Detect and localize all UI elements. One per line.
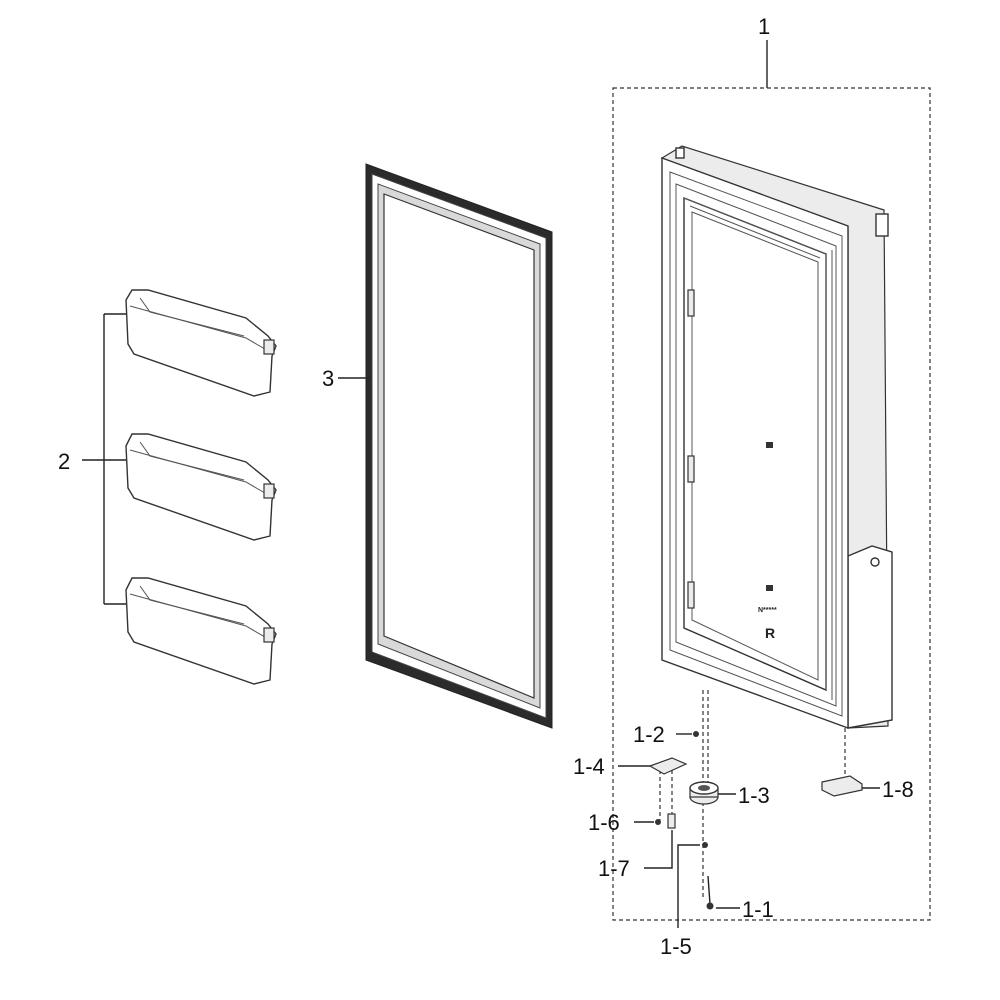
assembly-1-group: 1	[612, 14, 931, 921]
door-bin-bottom	[125, 577, 277, 685]
label-1-2: 1-2	[633, 722, 665, 747]
part-1-2-screw	[693, 731, 699, 737]
door-bin-middle	[125, 433, 277, 541]
part-1-4-bracket	[648, 757, 688, 775]
part-1-1-pin	[706, 875, 714, 910]
hinge-hardware: 1-2 1-4 1-3 1-8 1-6 1-7 1-5	[573, 690, 914, 959]
part-1-8-block	[821, 775, 863, 797]
label-1-6: 1-6	[588, 810, 620, 835]
label-3: 3	[322, 366, 334, 391]
label-1-1: 1-1	[742, 897, 774, 922]
door-bins: 2	[58, 289, 277, 685]
door-assembly: N***** R	[660, 145, 893, 730]
label-2: 2	[58, 449, 70, 474]
label-1-5: 1-5	[660, 934, 692, 959]
door-bin-top	[125, 289, 277, 397]
part-1-5-screw	[702, 842, 708, 848]
part-1-7-clip	[667, 813, 676, 829]
part-1-3-hinge-cap	[689, 781, 719, 805]
label-1-7: 1-7	[598, 856, 630, 881]
label-1-4: 1-4	[573, 754, 605, 779]
door-gasket: 3	[322, 163, 553, 729]
label-1-8: 1-8	[882, 777, 914, 802]
door-side-marking: R	[765, 625, 775, 641]
label-1-3: 1-3	[738, 783, 770, 808]
label-1: 1	[758, 14, 770, 39]
door-small-print: N*****	[758, 607, 777, 614]
part-1-6-screw	[655, 819, 661, 825]
